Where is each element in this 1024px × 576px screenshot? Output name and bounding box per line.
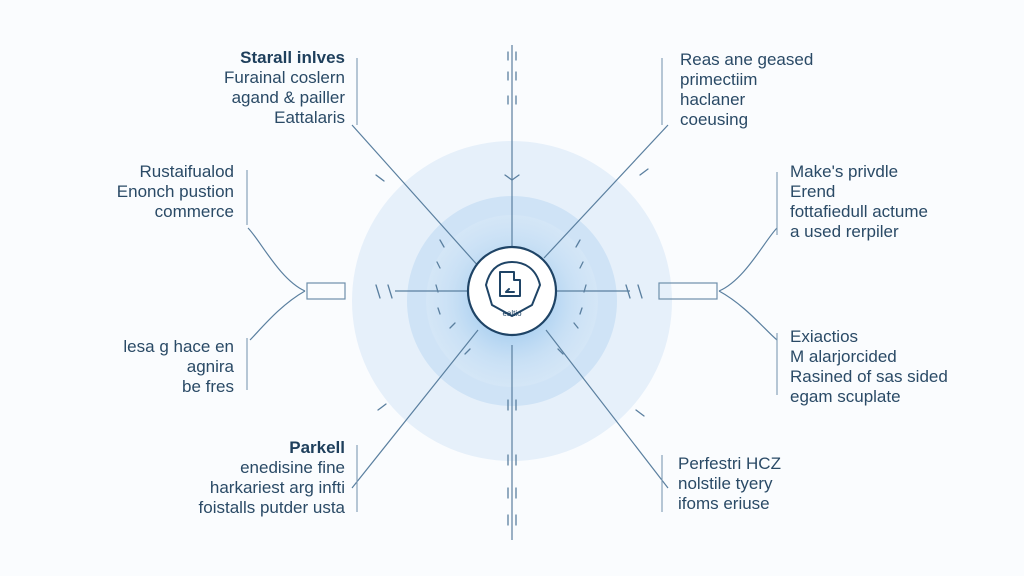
text-block-low-left: lesa g hace en agnira be fres [123,337,234,397]
block-line: Rasined of sas sided [790,367,948,386]
block-line: Enonch pustion [116,182,234,201]
block-line: Reas ane geased [680,50,814,69]
block-line: Erend [790,182,836,201]
block-line: Rustaifualod [139,162,234,181]
left-branch-lower [249,290,306,341]
shield-hand-icon [485,261,541,317]
right-connector-box [658,282,718,300]
text-block-mid-right: Make's privdle Erend fottafiedull actume… [790,162,928,242]
text-block-low-right: Exiactios M alarjorcided Rasined of sas … [790,327,948,407]
block-line: Eattalaris [274,108,345,127]
block-line: haclaner [680,90,746,109]
left-connector-box [306,282,346,300]
block-line: egam scuplate [790,387,901,406]
block-line: agnira [186,357,234,376]
block-line: Make's privdle [790,162,899,181]
block-line: Furainal coslern [224,68,345,87]
connector-lines [247,45,778,540]
text-rails [246,58,778,512]
block-line: enedisine fine [240,458,345,477]
text-block-bottom-right: Perfestri HCZ nolstile tyery ifoms erius… [678,454,781,514]
block-line: Parkell [289,438,345,457]
block-line: commerce [154,202,234,221]
tick-marks [375,51,649,526]
hub: ealtio [466,245,558,337]
left-branch-upper [247,227,306,292]
text-block-mid-left: Rustaifualod Enonch pustion commerce [117,162,234,222]
block-line: harkariest arg infti [209,478,345,497]
right-branch-lower [718,290,778,341]
text-block-top-left: Starall inlves Furainal coslern agand & … [224,48,345,128]
text-block-bottom-left: Parkell enedisine fine harkariest arg in… [199,438,345,518]
block-line: nolstile tyery [678,474,773,493]
block-line: fottafiedull actume [790,202,928,221]
block-line: a used rerpiler [790,222,899,241]
block-line: be fres [182,377,234,396]
hub-label: ealtio [502,309,522,318]
block-line: agand & pailler [231,88,345,107]
right-branch-upper [718,227,778,292]
block-line: coeusing [680,110,749,129]
block-line: ifoms eriuse [678,494,770,513]
block-line: foistalls putder usta [198,498,345,517]
text-block-top-right: Reas ane geased primectiim haclaner coeu… [680,50,813,130]
block-line: Exiactios [790,327,859,346]
block-line: Starall inlves [240,48,345,67]
block-line: M alarjorcided [790,347,897,366]
block-line: primectiim [680,70,758,89]
block-line: lesa g hace en [123,337,234,356]
block-line: Perfestri HCZ [678,454,781,473]
